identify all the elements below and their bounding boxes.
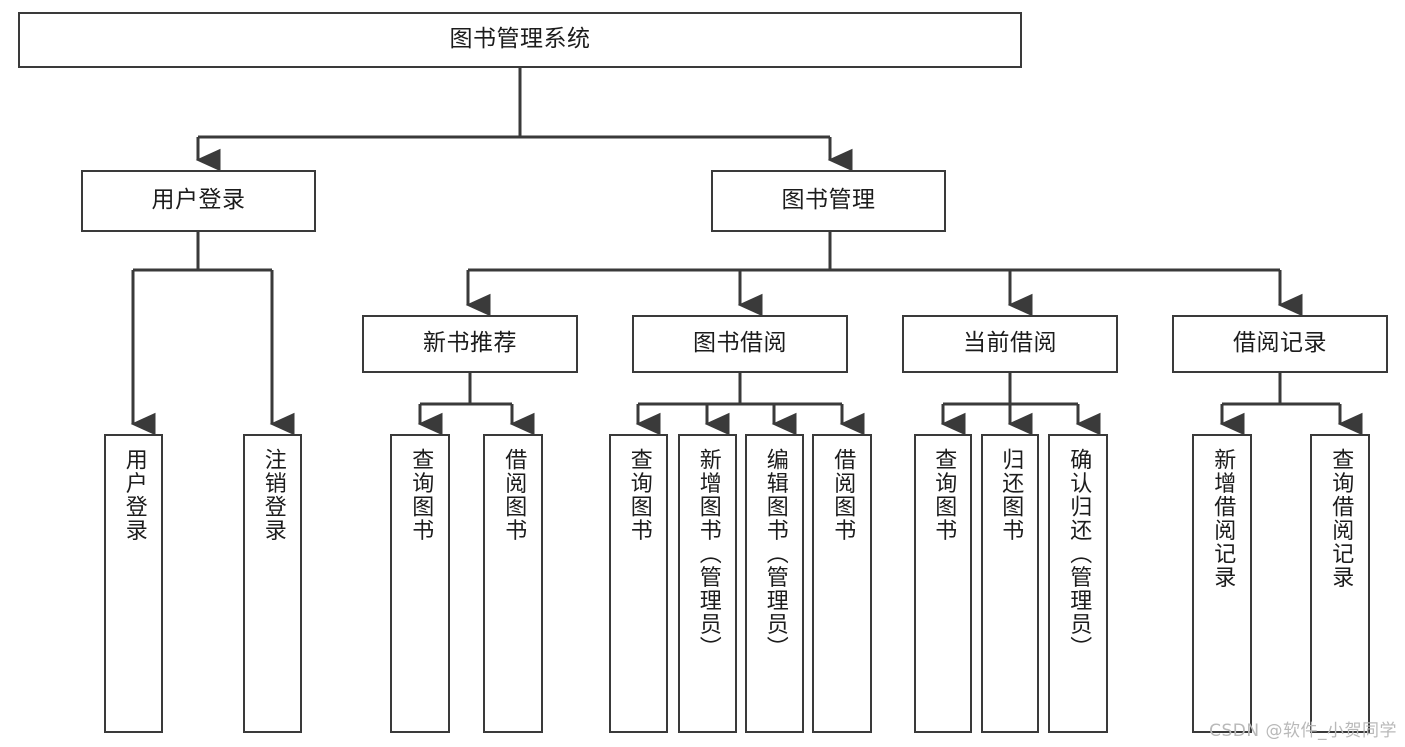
leaf-query-book-borrow[interactable]: 查询图书 xyxy=(609,434,668,733)
leaf-confirm-return-admin[interactable]: 确认归还（管理员） xyxy=(1048,434,1108,733)
leaf-borrow-book-borrow-label: 借阅图书 xyxy=(830,448,856,542)
leaf-return-book[interactable]: 归还图书 xyxy=(981,434,1039,733)
leaf-query-book-current[interactable]: 查询图书 xyxy=(914,434,972,733)
node-new-book-recommend[interactable]: 新书推荐 xyxy=(362,315,578,373)
node-borrow-record-label: 借阅记录 xyxy=(1233,330,1327,357)
leaf-borrow-book-newbook-label: 借阅图书 xyxy=(501,448,527,542)
leaf-query-book-newbook[interactable]: 查询图书 xyxy=(390,434,450,733)
leaf-edit-book-admin[interactable]: 编辑图书（管理员） xyxy=(745,434,804,733)
node-current-borrow[interactable]: 当前借阅 xyxy=(902,315,1118,373)
leaf-query-book-borrow-label: 查询图书 xyxy=(626,448,652,542)
leaf-logout[interactable]: 注销登录 xyxy=(243,434,302,733)
leaf-query-borrow-record-label: 查询借阅记录 xyxy=(1328,448,1354,589)
node-borrow-record[interactable]: 借阅记录 xyxy=(1172,315,1388,373)
node-root-label: 图书管理系统 xyxy=(449,26,591,53)
node-new-book-recommend-label: 新书推荐 xyxy=(423,330,517,357)
node-book-borrow[interactable]: 图书借阅 xyxy=(632,315,848,373)
node-current-borrow-label: 当前借阅 xyxy=(963,330,1057,357)
node-root[interactable]: 图书管理系统 xyxy=(18,12,1022,68)
node-book-management[interactable]: 图书管理 xyxy=(711,170,946,232)
node-book-management-label: 图书管理 xyxy=(781,187,876,214)
leaf-return-book-label: 归还图书 xyxy=(998,448,1024,542)
leaf-borrow-book-newbook[interactable]: 借阅图书 xyxy=(483,434,543,733)
node-book-borrow-label: 图书借阅 xyxy=(693,330,787,357)
watermark: CSDN @软件_小贺同学 xyxy=(1209,721,1397,741)
leaf-add-book-admin[interactable]: 新增图书（管理员） xyxy=(678,434,737,733)
leaf-query-book-current-label: 查询图书 xyxy=(931,448,957,542)
leaf-add-borrow-record[interactable]: 新增借阅记录 xyxy=(1192,434,1252,733)
leaf-query-borrow-record[interactable]: 查询借阅记录 xyxy=(1310,434,1370,733)
leaf-add-book-admin-label: 新增图书（管理员） xyxy=(695,448,721,660)
leaf-add-borrow-record-label: 新增借阅记录 xyxy=(1210,448,1236,589)
leaf-borrow-book-borrow[interactable]: 借阅图书 xyxy=(812,434,872,733)
node-user-login[interactable]: 用户登录 xyxy=(81,170,316,232)
leaf-edit-book-admin-label: 编辑图书（管理员） xyxy=(762,448,788,660)
node-user-login-label: 用户登录 xyxy=(151,187,246,214)
leaf-query-book-newbook-label: 查询图书 xyxy=(408,448,434,542)
leaf-confirm-return-admin-label: 确认归还（管理员） xyxy=(1066,448,1092,660)
leaf-logout-label: 注销登录 xyxy=(260,448,286,542)
leaf-user-login-label: 用户登录 xyxy=(121,448,147,542)
leaf-user-login[interactable]: 用户登录 xyxy=(104,434,163,733)
